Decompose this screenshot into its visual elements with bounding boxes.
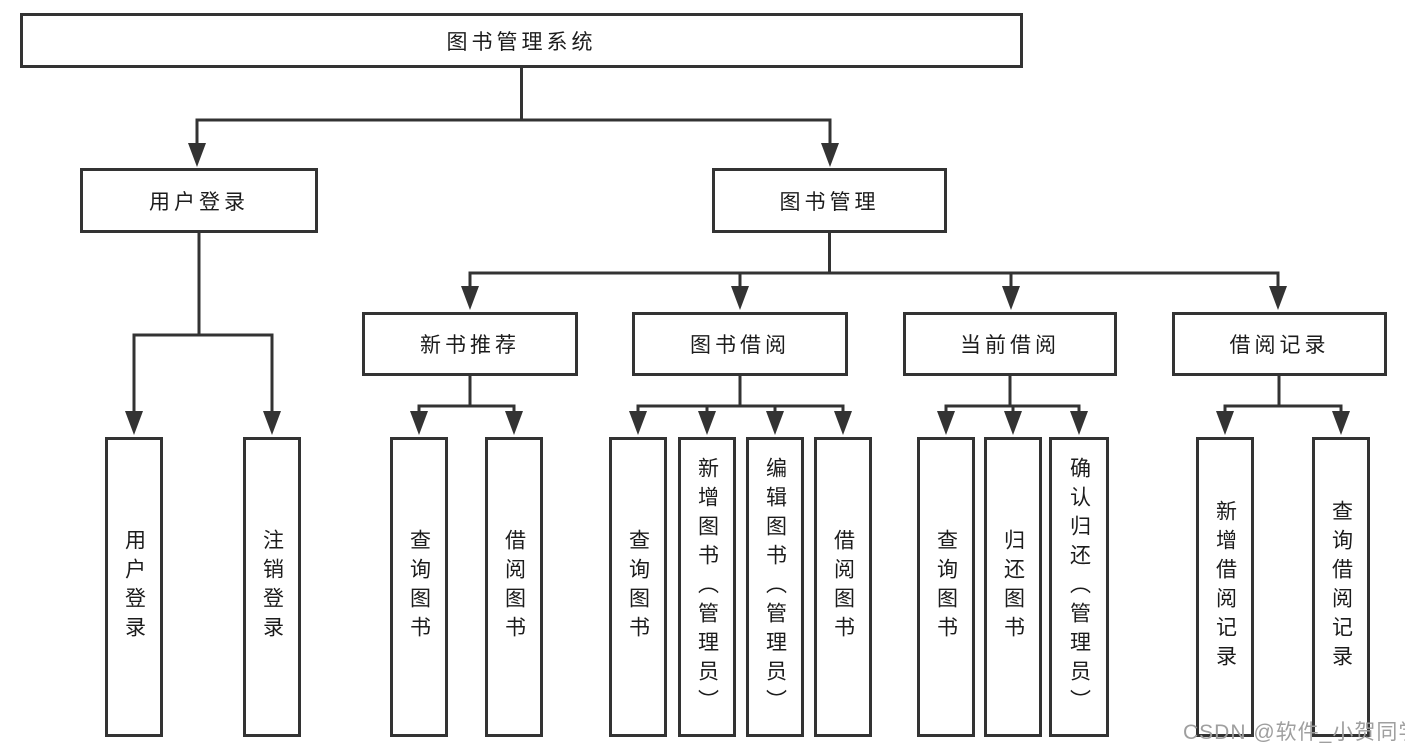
node-borrow-books-recommend: 借阅图书 [485, 437, 543, 737]
node-new-book-recommend: 新书推荐 [362, 312, 578, 376]
node-add-books-admin: 新增图书（管理员） [678, 437, 736, 737]
node-confirm-return-admin: 确认归还（管理员） [1049, 437, 1109, 737]
node-user-login: 用户登录 [80, 168, 318, 233]
node-borrow-books-leaf: 借阅图书 [814, 437, 872, 737]
node-borrowing-records: 借阅记录 [1172, 312, 1387, 376]
node-return-books: 归还图书 [984, 437, 1042, 737]
node-query-books-recommend: 查询图书 [390, 437, 448, 737]
node-query-books-borrowing: 查询图书 [609, 437, 667, 737]
node-query-borrow-record: 查询借阅记录 [1312, 437, 1370, 737]
node-book-borrowing: 图书借阅 [632, 312, 848, 376]
node-library-system: 图书管理系统 [20, 13, 1023, 68]
node-edit-books-admin: 编辑图书（管理员） [746, 437, 804, 737]
node-current-borrowing: 当前借阅 [903, 312, 1117, 376]
watermark: CSDN @软件_小贺同学 [1183, 721, 1405, 744]
node-query-books-current: 查询图书 [917, 437, 975, 737]
node-logout-leaf: 注销登录 [243, 437, 301, 737]
node-add-borrow-record: 新增借阅记录 [1196, 437, 1254, 737]
node-book-management: 图书管理 [712, 168, 947, 233]
node-user-login-leaf: 用户登录 [105, 437, 163, 737]
